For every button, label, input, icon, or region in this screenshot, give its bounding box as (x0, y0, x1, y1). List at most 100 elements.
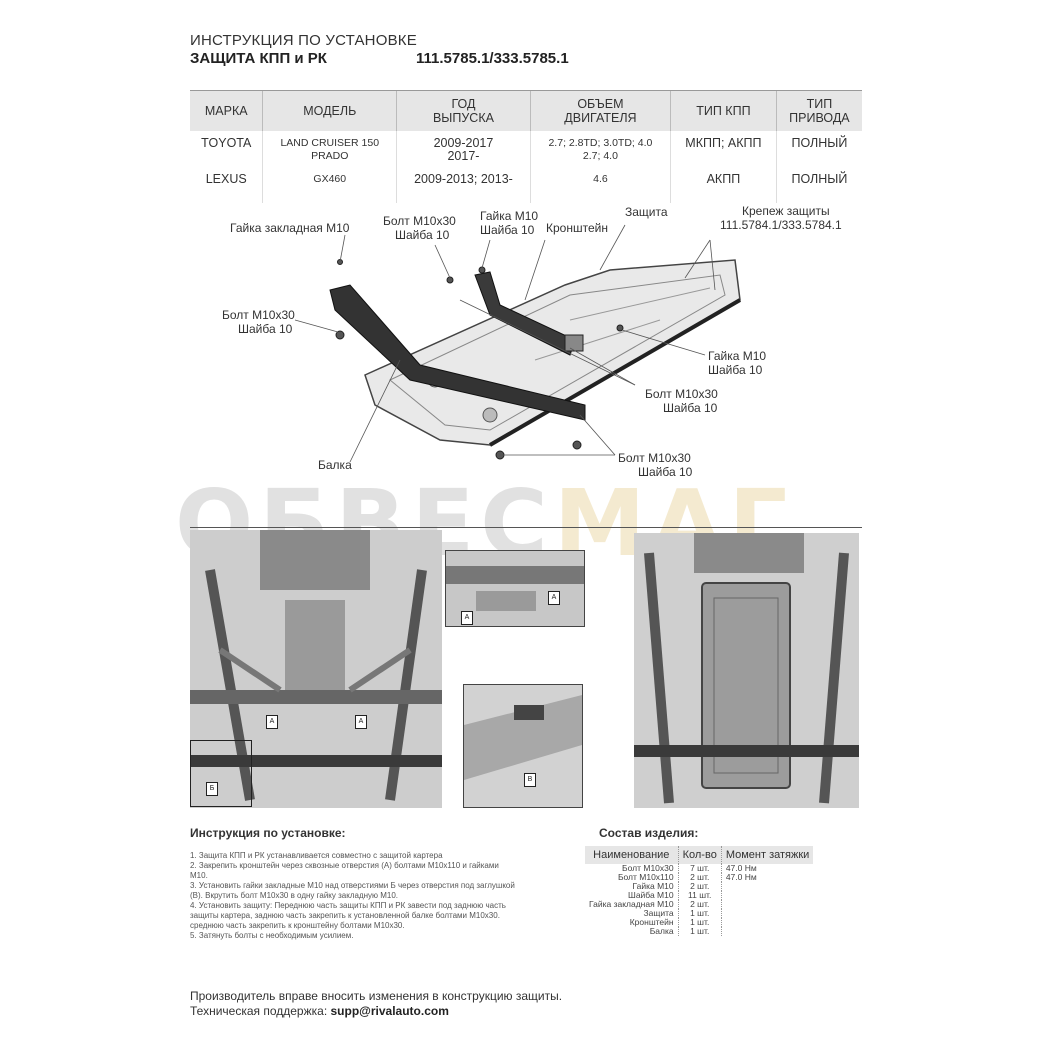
spec-cell-line: 4.6 (593, 173, 608, 185)
label-bolt-bottom: Болт М10х30 (618, 451, 691, 465)
part-qty: 1 шт. (677, 909, 722, 918)
beam (329, 284, 586, 421)
marker-v: В (524, 773, 536, 787)
spec-header-line: ГОД (451, 97, 476, 111)
instruction-line: 4. Установить защиту: Переднюю часть защ… (190, 901, 506, 910)
spec-header-line: ОБЪЕМ (577, 97, 624, 111)
exploded-diagram (294, 224, 742, 463)
spec-header-line: МАРКА (204, 104, 248, 118)
label-bolt-top: Болт М10х30 (383, 214, 456, 228)
part-torque (720, 918, 814, 927)
spec-cell: 2009-2013; 2013- (396, 167, 531, 203)
spec-header-line: ДВИГАТЕЛЯ (564, 111, 637, 125)
part-torque (720, 882, 814, 891)
label-washer-left: Шайба 10 (238, 322, 293, 336)
part-name: Защита (643, 908, 674, 918)
label-washer-nut-top: Шайба 10 (480, 223, 535, 237)
part-name: Болт М10х30 (622, 863, 674, 873)
label-fastener: Крепеж защиты (742, 204, 830, 218)
spec-cell: LEXUS (190, 167, 263, 203)
parts-header-1: Кол-во (677, 846, 722, 864)
label-washer-mid: Шайба 10 (663, 401, 718, 415)
part-torque (720, 927, 814, 936)
support-email[interactable]: supp@rivalauto.com (330, 1004, 449, 1018)
label-nut-embed: Гайка закладная М10 (230, 221, 350, 235)
part-name: Болт М10х110 (617, 872, 674, 882)
instruction-line: 3. Установить гайки закладные М10 над от… (190, 881, 515, 890)
spec-cell-line: 2009-2013; 2013- (414, 172, 513, 186)
part-qty: 2 шт. (677, 873, 722, 882)
spec-cell-line: ПОЛНЫЙ (791, 136, 848, 150)
spec-cell: ПОЛНЫЙ (775, 131, 862, 167)
marker-a-right: А (355, 715, 367, 729)
instruction-line: 1. Защита КПП и РК устанавливается совме… (190, 851, 443, 860)
label-washer-nut-right: Шайба 10 (708, 363, 763, 377)
marker-a-inset-left: А (461, 611, 473, 625)
part-qty: 2 шт. (677, 900, 722, 909)
spec-cell: 4.6 (529, 167, 671, 203)
photo-undercarriage-installed (634, 533, 859, 808)
spec-cell: АКПП (670, 167, 777, 203)
marker-a-inset-right: А (548, 591, 560, 605)
spec-cell-line: LAND CRUISER 150 (280, 137, 380, 149)
instruction-line: защиты картера, заднюю часть закрепить к… (190, 911, 500, 920)
spec-cell: ПОЛНЫЙ (775, 167, 862, 203)
parts-header-2: Момент затяжки (720, 846, 814, 864)
parts-title: Состав изделия: (599, 826, 699, 840)
part-torque: 47.0 Нм (720, 864, 814, 873)
instructions-title: Инструкция по установке: (190, 826, 346, 840)
instruction-line: (В). Вкрутить болт М10х30 в одну гайку з… (190, 891, 399, 900)
label-beam: Балка (318, 458, 352, 472)
part-qty: 2 шт. (677, 882, 722, 891)
spec-cell: МКПП; АКПП (670, 131, 777, 167)
spec-header-line: ТИП (806, 97, 833, 111)
parts-header-0: Наименование (585, 846, 679, 864)
spec-cell-line: PRADO (311, 150, 349, 162)
label-nut-right: Гайка М10 (708, 349, 767, 363)
marker-a-left: А (266, 715, 278, 729)
guard-plate (364, 259, 741, 446)
label-nut-top: Гайка М10 (480, 209, 539, 223)
instruction-line: среднюю часть закрепить к кронштейну бол… (190, 921, 405, 930)
footer-note: Производитель вправе вносить изменения в… (190, 989, 563, 1003)
part-torque: 47.0 Нм (720, 873, 814, 882)
photo-inset-plug-drawing (464, 685, 582, 807)
marker-b: Б (206, 782, 218, 796)
photo-inset-bracket-drawing (446, 551, 584, 626)
part-name: Шайба М10 (628, 890, 674, 900)
spec-header-1: МОДЕЛЬ (262, 90, 397, 131)
part-torque (720, 900, 814, 909)
spec-header-0: МАРКА (190, 90, 263, 131)
spec-header-line: ВЫПУСКА (432, 111, 494, 125)
part-qty: 1 шт. (677, 927, 722, 936)
spec-cell-line: GX460 (313, 173, 347, 185)
spec-header-line: ПРИВОДА (789, 111, 850, 125)
label-washer-bottom: Шайба 10 (638, 465, 693, 479)
part-name: Гайка закладная М10 (589, 899, 674, 909)
spec-cell-line: 2017- (447, 149, 480, 163)
label-bracket: Кронштейн (546, 221, 608, 235)
product-title: ЗАЩИТА КПП и РК (190, 50, 327, 67)
spec-cell: GX460 (262, 167, 397, 203)
spec-cell-line: LEXUS (205, 172, 247, 186)
section-divider (190, 527, 862, 528)
spec-header-line: ТИП КПП (696, 104, 751, 118)
photo-inset-plug: В (463, 684, 583, 808)
part-name: Балка (649, 926, 674, 936)
spec-cell-line: 2009-2017 (433, 136, 494, 150)
spec-cell: TOYOTA (190, 131, 263, 167)
part-qty: 7 шт. (677, 864, 722, 873)
instruction-line: 5. Затянуть болты с необходимым усилием. (190, 931, 354, 940)
product-code: 111.5785.1/333.5785.1 (416, 50, 569, 67)
